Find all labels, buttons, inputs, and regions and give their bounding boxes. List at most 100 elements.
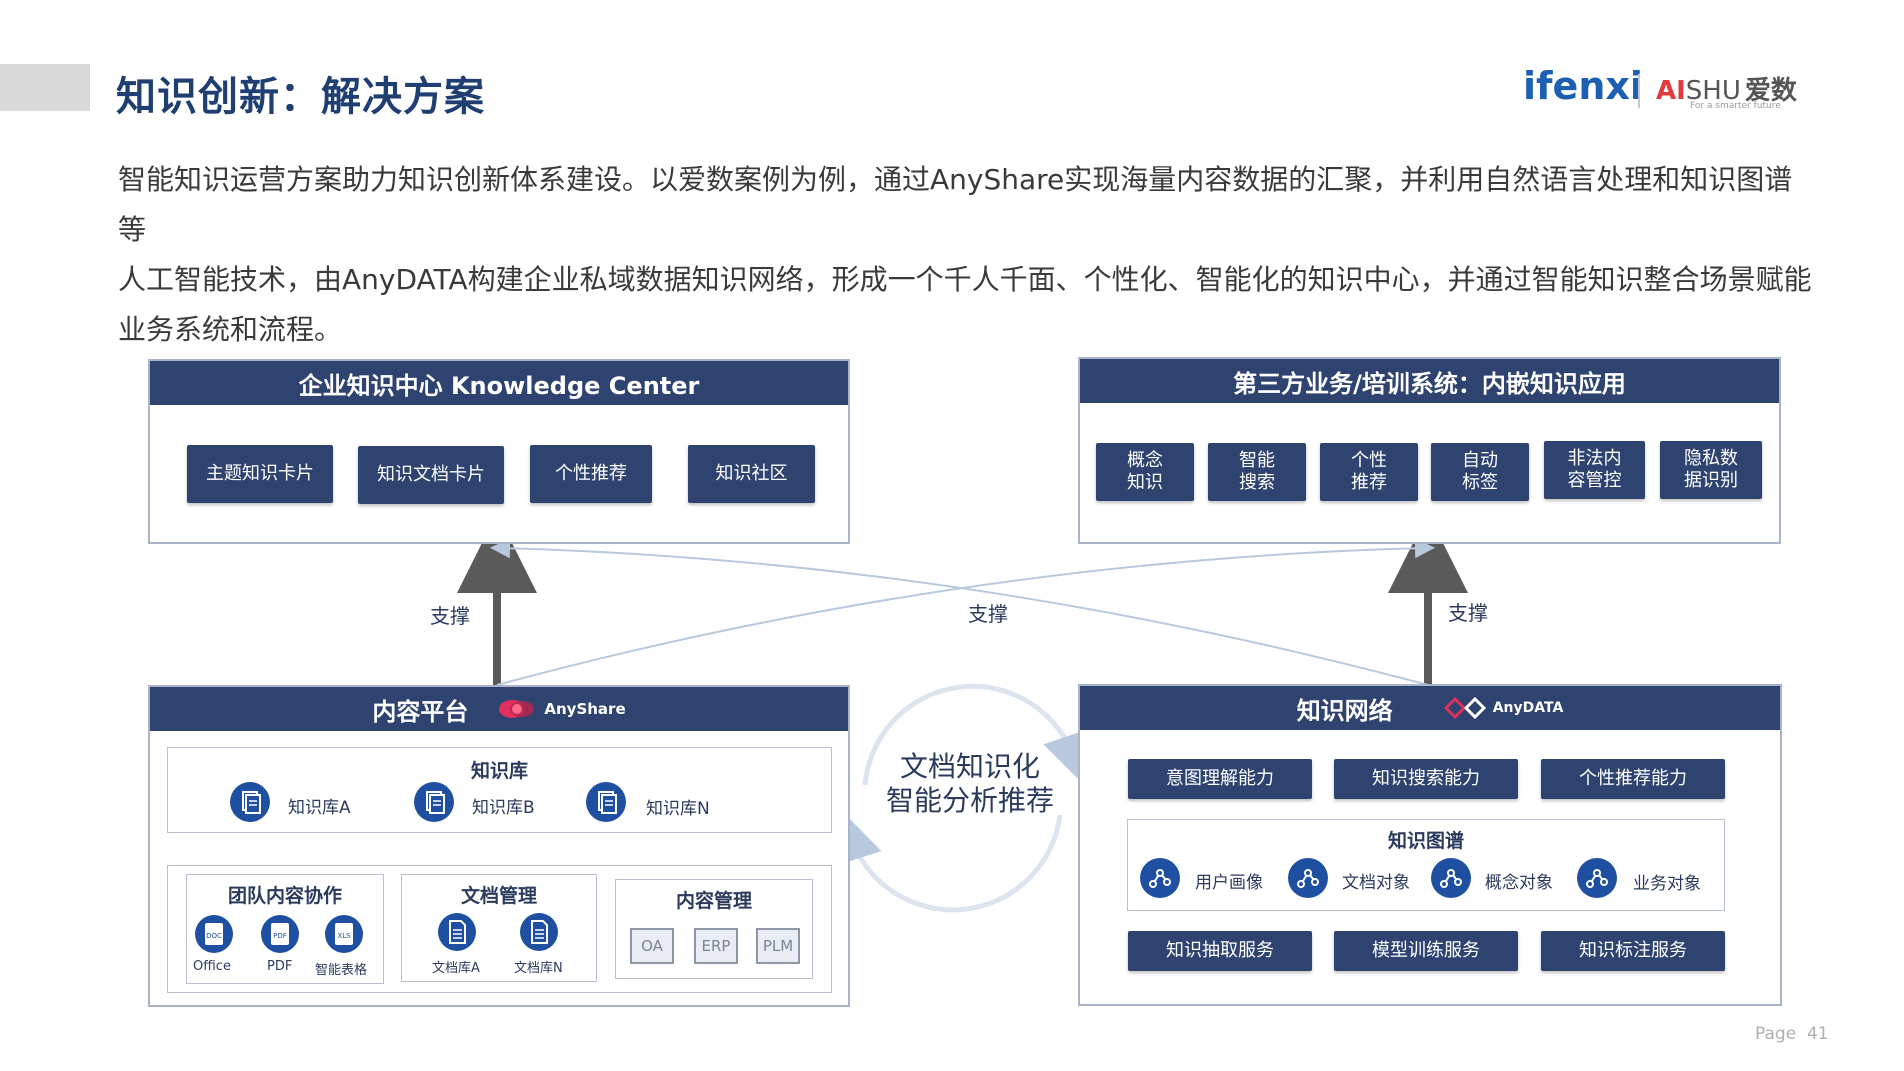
doc-file-icon: DOC bbox=[195, 915, 233, 953]
ifenxi-logo: ifenxi bbox=[1523, 64, 1643, 108]
team-item-pdf[interactable]: PDF bbox=[267, 959, 293, 974]
graph-item-concept-object[interactable]: 概念对象 bbox=[1485, 873, 1553, 893]
doc-library-n[interactable]: 文档库N bbox=[514, 961, 563, 976]
system-erp[interactable]: ERP bbox=[694, 928, 738, 964]
team-collab-box: 团队内容协作 DOC Office PDF PDF XLS 智能表格 bbox=[186, 874, 384, 984]
support-label-left: 支撑 bbox=[430, 604, 470, 628]
third-party-panel: 第三方业务/培训系统：内嵌知识应用 概念知识 智能搜索 个性推荐 自动标签 非法… bbox=[1078, 357, 1781, 544]
library-item-n[interactable]: 知识库N bbox=[646, 799, 710, 819]
tp-button-auto-tag-l1: 自动 bbox=[1462, 450, 1498, 471]
graph-item-user-profile[interactable]: 用户画像 bbox=[1195, 873, 1263, 893]
tp-button-search[interactable]: 智能搜索 bbox=[1208, 443, 1306, 501]
anyshare-brand: AnyShare bbox=[544, 700, 626, 718]
library-book-icon bbox=[414, 782, 454, 822]
doc-mgmt-title: 文档管理 bbox=[460, 885, 537, 907]
pdf-file-icon: PDF bbox=[261, 915, 299, 953]
team-item-office[interactable]: Office bbox=[193, 959, 231, 974]
content-mgmt-title: 内容管理 bbox=[675, 890, 752, 912]
aishu-logo-ai: AI bbox=[1656, 76, 1686, 106]
tp-button-concept-l1: 概念 bbox=[1127, 450, 1163, 471]
system-oa[interactable]: OA bbox=[630, 928, 674, 964]
anydata-brand: AnyDATA bbox=[1492, 700, 1564, 716]
kc-button-community[interactable]: 知识社区 bbox=[688, 445, 815, 503]
content-platform-panel: 内容平台 AnyShare 知识库 知识库A 知识库B 知识库N 团队内容协作 … bbox=[148, 685, 850, 1007]
doc-library-icon bbox=[520, 913, 558, 951]
doc-mgmt-box: 文档管理 文档库A 文档库N bbox=[401, 874, 597, 982]
kn-button-train[interactable]: 模型训练服务 bbox=[1334, 931, 1518, 971]
aishu-logo-shu: SHU bbox=[1685, 76, 1741, 106]
cycle-ring-top bbox=[862, 683, 1091, 786]
center-cycle-text: 文档知识化 智能分析推荐 bbox=[870, 750, 1070, 818]
kn-button-recommend[interactable]: 个性推荐能力 bbox=[1541, 759, 1725, 799]
tp-button-auto-tag[interactable]: 自动标签 bbox=[1431, 443, 1529, 501]
knowledge-network-header: 知识网络 AnyDATA bbox=[1080, 686, 1780, 730]
kc-button-doc-card[interactable]: 知识文档卡片 bbox=[358, 446, 504, 504]
intro-line-3: 业务系统和流程。 bbox=[118, 313, 343, 346]
library-item-b[interactable]: 知识库B bbox=[472, 798, 535, 818]
content-platform-title: 内容平台 bbox=[372, 697, 469, 726]
tp-button-illegal-content-l2: 容管控 bbox=[1567, 470, 1622, 491]
support-label-right: 支撑 bbox=[1448, 601, 1488, 625]
tp-button-privacy-l2: 据识别 bbox=[1684, 470, 1738, 491]
pdf-badge: PDF bbox=[273, 932, 287, 940]
graph-node-icon bbox=[1577, 858, 1617, 898]
system-plm[interactable]: PLM bbox=[756, 928, 800, 964]
center-cycle-line-1: 文档知识化 bbox=[899, 750, 1040, 783]
tp-button-privacy[interactable]: 隐私数据识别 bbox=[1660, 441, 1762, 499]
kn-button-annotate[interactable]: 知识标注服务 bbox=[1541, 931, 1725, 971]
page-title: 知识创新：解决方案 bbox=[116, 74, 485, 120]
xls-file-icon: XLS bbox=[325, 915, 363, 953]
kn-button-extract[interactable]: 知识抽取服务 bbox=[1128, 931, 1312, 971]
tp-button-recommend[interactable]: 个性推荐 bbox=[1320, 443, 1418, 501]
third-party-title: 第三方业务/培训系统：内嵌知识应用 bbox=[1080, 359, 1779, 403]
knowledge-network-panel: 知识网络 AnyDATA 意图理解能力 知识搜索能力 个性推荐能力 知识图谱 用… bbox=[1078, 684, 1782, 1006]
knowledge-center-panel: 企业知识中心 Knowledge Center 主题知识卡片 知识文档卡片 个性… bbox=[148, 359, 850, 544]
tp-button-privacy-l1: 隐私数 bbox=[1684, 448, 1738, 469]
library-book-icon bbox=[230, 782, 270, 822]
support-label-center: 支撑 bbox=[968, 602, 1008, 626]
tp-button-illegal-content[interactable]: 非法内容管控 bbox=[1544, 441, 1645, 499]
knowledge-graph-title: 知识图谱 bbox=[1387, 830, 1464, 852]
kn-button-search[interactable]: 知识搜索能力 bbox=[1334, 759, 1518, 799]
knowledge-library-box: 知识库 知识库A 知识库B 知识库N bbox=[167, 747, 832, 833]
kc-button-topic-card[interactable]: 主题知识卡片 bbox=[187, 445, 333, 503]
knowledge-network-title: 知识网络 bbox=[1296, 696, 1393, 725]
doc-library-a[interactable]: 文档库A bbox=[432, 961, 480, 976]
xls-badge: XLS bbox=[337, 932, 351, 940]
page-number: Page 41 bbox=[1755, 1024, 1829, 1044]
cross-curve-right bbox=[496, 538, 1435, 686]
doc-badge: DOC bbox=[206, 932, 222, 940]
anydata-logo-icon bbox=[1443, 696, 1486, 720]
tp-button-auto-tag-l2: 标签 bbox=[1462, 472, 1498, 493]
intro-line-1: 智能知识运营方案助力知识创新体系建设。以爱数案例为例，通过AnyShare实现海… bbox=[118, 163, 1793, 246]
cross-curve-left bbox=[490, 538, 1429, 686]
kn-button-intent[interactable]: 意图理解能力 bbox=[1128, 759, 1312, 799]
team-item-smart-sheet[interactable]: 智能表格 bbox=[315, 963, 368, 978]
logo-divider bbox=[1638, 74, 1640, 108]
graph-item-doc-object[interactable]: 文档对象 bbox=[1342, 873, 1410, 893]
intro-line-2: 人工智能技术，由AnyDATA构建企业私域数据知识网络，形成一个千人千面、个性化… bbox=[118, 263, 1812, 296]
tp-button-search-l2: 搜索 bbox=[1239, 472, 1275, 493]
anyshare-logo-icon bbox=[499, 700, 535, 718]
cycle-ring-bottom bbox=[833, 811, 1063, 913]
library-item-a[interactable]: 知识库A bbox=[288, 798, 351, 818]
tp-button-recommend-l1: 个性 bbox=[1351, 450, 1387, 471]
team-collab-title: 团队内容协作 bbox=[227, 885, 342, 907]
aishu-logo-cn: 爱数 bbox=[1744, 76, 1797, 106]
tp-button-recommend-l2: 推荐 bbox=[1351, 472, 1387, 493]
graph-node-icon bbox=[1288, 858, 1328, 898]
kc-button-recommend[interactable]: 个性推荐 bbox=[530, 445, 652, 503]
graph-item-business-object[interactable]: 业务对象 bbox=[1633, 874, 1701, 894]
center-cycle-line-2: 智能分析推荐 bbox=[885, 784, 1054, 817]
knowledge-graph-box: 知识图谱 用户画像 文档对象 概念对象 业务对象 bbox=[1127, 819, 1725, 911]
tp-button-concept[interactable]: 概念知识 bbox=[1096, 443, 1194, 501]
tp-button-search-l1: 智能 bbox=[1239, 450, 1275, 471]
content-platform-header: 内容平台 AnyShare bbox=[150, 687, 848, 731]
doc-library-icon bbox=[438, 913, 476, 951]
aishu-tagline: For a smarter future bbox=[1690, 101, 1781, 111]
content-mgmt-box: 内容管理 OA ERP PLM bbox=[615, 879, 813, 979]
tp-button-illegal-content-l1: 非法内 bbox=[1567, 448, 1622, 469]
content-sources-box: 团队内容协作 DOC Office PDF PDF XLS 智能表格 文档管理 … bbox=[167, 865, 832, 993]
